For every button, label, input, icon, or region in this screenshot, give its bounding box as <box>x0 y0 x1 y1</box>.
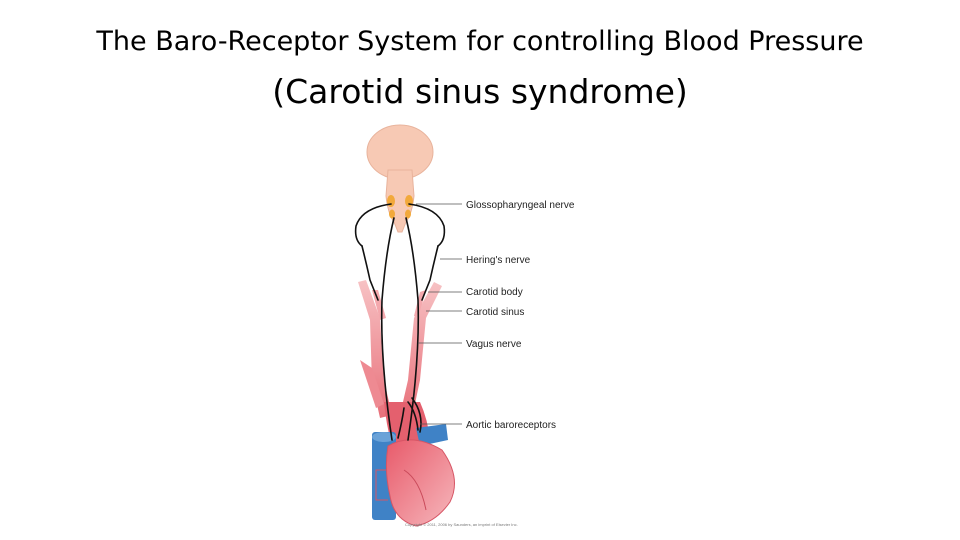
label-vagus-nerve: Vagus nerve <box>466 339 522 350</box>
label-carotid-body: Carotid body <box>466 287 523 298</box>
label-herings-nerve: Hering's nerve <box>466 255 531 266</box>
slide-title: The Baro-Receptor System for controlling… <box>96 26 864 57</box>
brain <box>366 124 434 233</box>
label-carotid-sinus: Carotid sinus <box>466 307 524 318</box>
heart <box>375 439 455 527</box>
leader-lines <box>416 203 462 425</box>
nerves <box>354 203 446 441</box>
carotid-arteries <box>358 280 442 418</box>
slide-subtitle: (Carotid sinus syndrome) <box>272 72 688 111</box>
label-glossopharyngeal-nerve: Glossopharyngeal nerve <box>466 200 575 211</box>
copyright-note: Copyright © 2011, 2006 by Saunders, an i… <box>405 522 518 527</box>
label-aortic-baroreceptors: Aortic baroreceptors <box>466 420 556 431</box>
